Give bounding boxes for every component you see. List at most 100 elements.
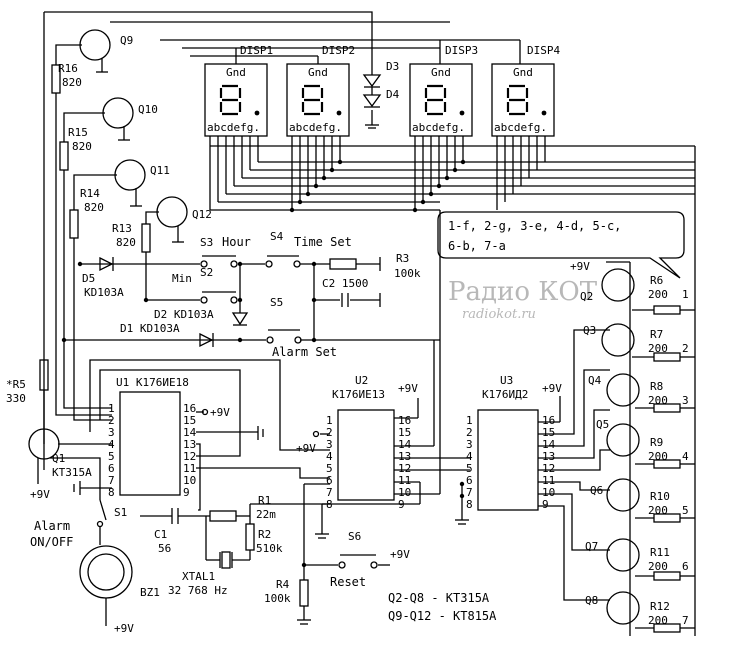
- s1-label: S1: [114, 506, 127, 519]
- r2-label: R2: [258, 528, 271, 541]
- svg-text:1: 1: [466, 414, 473, 427]
- svg-text:6: 6: [466, 474, 473, 487]
- segment-bus: [209, 136, 696, 636]
- legend-line2: Q9-Q12 - KT815A: [388, 609, 497, 623]
- alarm-label: Alarm: [34, 519, 70, 533]
- r3-label: R3: [396, 252, 409, 265]
- watermark-url: radiokot.ru: [462, 307, 536, 322]
- q4-label: Q4: [588, 374, 602, 387]
- mapping-note: 1-f, 2-g, 3-e, 4-d, 5-c, 6-b, 7-a: [437, 211, 685, 279]
- svg-text:12: 12: [542, 462, 555, 475]
- r9-value: 200: [648, 450, 668, 463]
- alarm-set-label: Alarm Set: [272, 345, 337, 359]
- svg-text:4: 4: [466, 450, 473, 463]
- c2-label: C2 1500: [322, 277, 368, 290]
- seg-6: 6: [682, 560, 689, 573]
- r12-value: 200: [648, 614, 668, 627]
- svg-text:10: 10: [183, 474, 196, 487]
- svg-text:15: 15: [398, 426, 411, 439]
- note-line2: 6-b, 7-a: [448, 239, 506, 253]
- svg-text:3: 3: [326, 438, 333, 451]
- svg-text:12: 12: [398, 462, 411, 475]
- svg-text:9: 9: [398, 498, 405, 511]
- svg-text:14: 14: [398, 438, 412, 451]
- hour-label: Hour: [222, 235, 251, 249]
- c1-label: C1: [154, 528, 167, 541]
- d5-type: KD103A: [84, 286, 124, 299]
- svg-text:3: 3: [466, 438, 473, 451]
- diodes-d3-d4: D3 D4: [362, 60, 400, 129]
- d1-label: D1 KD103A: [120, 322, 180, 335]
- s5-label: S5: [270, 296, 283, 309]
- note-line1: 1-f, 2-g, 3-e, 4-d, 5-c,: [448, 219, 621, 233]
- onoff-label: ON/OFF: [30, 535, 73, 549]
- svg-text:7: 7: [466, 486, 473, 499]
- oscillator: C1 56 R1 22m R2 510k XTAL1 32 768 Hz: [140, 494, 420, 597]
- u2-label: U2: [355, 374, 368, 387]
- disp3-label: DISP3: [445, 44, 478, 57]
- r10-value: 200: [648, 504, 668, 517]
- bz1-label: BZ1: [140, 586, 160, 599]
- display-group: DISP1 DISP2 DISP3 DISP4 Gnd Gnd Gnd Gnd …: [204, 44, 560, 137]
- r2-value: 510k: [256, 542, 283, 555]
- svg-text:2: 2: [108, 414, 115, 427]
- svg-text:5: 5: [466, 462, 473, 475]
- r7-value: 200: [648, 342, 668, 355]
- q9-label: Q9: [120, 34, 133, 47]
- q5-label: Q5: [596, 418, 609, 431]
- d4-label: D4: [386, 88, 400, 101]
- r1-label: R1: [258, 494, 271, 507]
- r11-value: 200: [648, 560, 668, 573]
- r4-value: 100k: [264, 592, 291, 605]
- svg-text:11: 11: [398, 474, 411, 487]
- r14-label: R14: [80, 187, 100, 200]
- r13-value: 820: [116, 236, 136, 249]
- svg-text:7: 7: [326, 486, 333, 499]
- q6-label: Q6: [590, 484, 603, 497]
- u3-label: U3: [500, 374, 513, 387]
- r5-value: 330: [6, 392, 26, 405]
- time-set-label: Time Set: [294, 235, 352, 249]
- bz1-vcc: +9V: [114, 622, 134, 635]
- svg-text:6: 6: [326, 474, 333, 487]
- seg-2: 2: [682, 342, 689, 355]
- q2-label: Q2: [580, 290, 593, 303]
- svg-text:3: 3: [108, 426, 115, 439]
- q11-label: Q11: [150, 164, 170, 177]
- u1-label: U1 K176ИЕ18: [116, 376, 189, 389]
- svg-text:8: 8: [108, 486, 115, 499]
- disp2-label: DISP2: [322, 44, 355, 57]
- disp1-pins: abcdefg.: [207, 121, 260, 134]
- svg-text:7: 7: [108, 474, 115, 487]
- q8-label: Q8: [585, 594, 598, 607]
- r15-label: R15: [68, 126, 88, 139]
- r15-value: 820: [72, 140, 92, 153]
- svg-text:11: 11: [183, 462, 196, 475]
- s2-label: S2: [200, 266, 213, 279]
- svg-text:11: 11: [542, 474, 555, 487]
- seg-4: 4: [682, 450, 689, 463]
- svg-text:1: 1: [326, 414, 333, 427]
- r13-label: R13: [112, 222, 132, 235]
- disp4-pins: abcdefg.: [494, 121, 547, 134]
- q2-vcc: +9V: [570, 260, 590, 273]
- u2-vcc-b: +9V: [296, 442, 316, 455]
- svg-text:16: 16: [183, 402, 196, 415]
- svg-text:2: 2: [466, 426, 473, 439]
- disp1-label: DISP1: [240, 44, 273, 57]
- u1-vcc: +9V: [210, 406, 230, 419]
- svg-text:13: 13: [542, 450, 555, 463]
- s6-label: S6: [348, 530, 361, 543]
- disp1-box: [204, 63, 268, 137]
- r11-label: R11: [650, 546, 670, 559]
- u3-vcc: +9V: [542, 382, 562, 395]
- svg-text:1: 1: [108, 402, 115, 415]
- disp2-box: [286, 63, 350, 137]
- q12-label: Q12: [192, 208, 212, 221]
- xtal-label: XTAL1: [182, 570, 215, 583]
- svg-text:14: 14: [183, 426, 197, 439]
- svg-text:8: 8: [466, 498, 473, 511]
- disp3-pins: abcdefg.: [412, 121, 465, 134]
